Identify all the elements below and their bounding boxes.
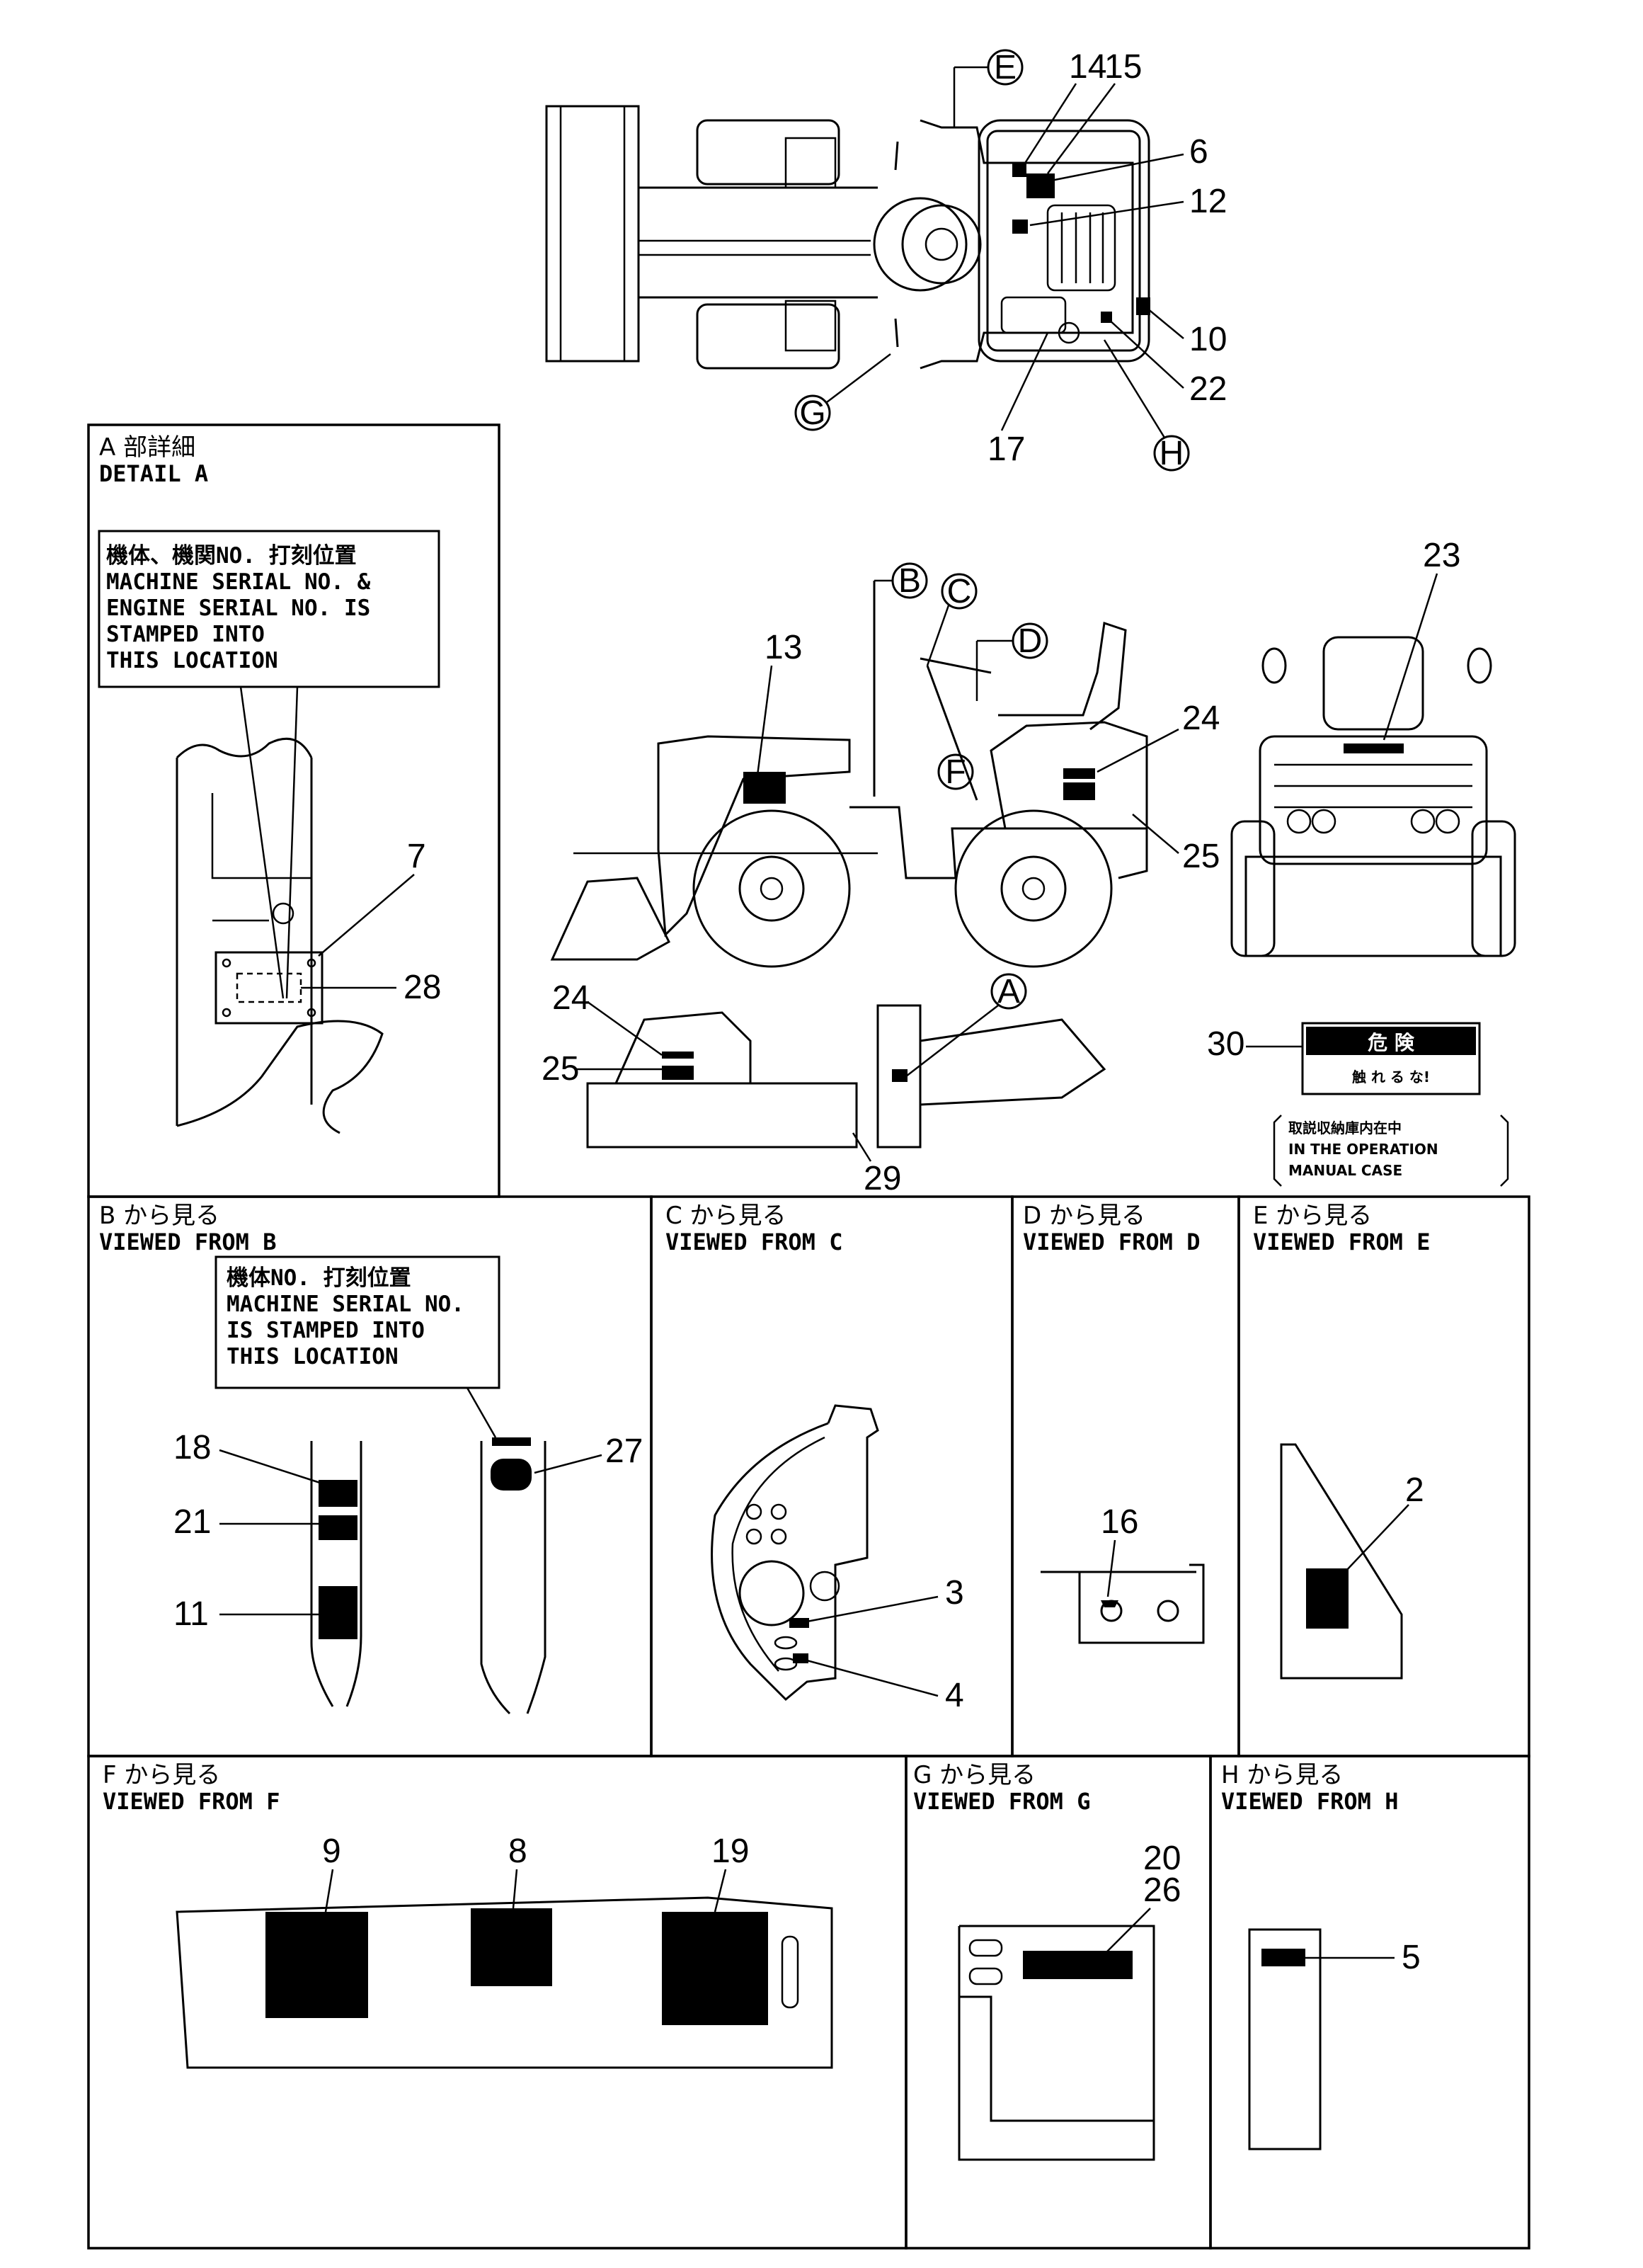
callout-2: 2: [1405, 1471, 1424, 1509]
label-views-D: D: [1018, 622, 1043, 660]
label-views-F: F: [945, 753, 966, 791]
label-label30-sub: 触 れ る な!: [1352, 1069, 1430, 1085]
callout-25b: 25: [542, 1050, 579, 1088]
label-label30-case-0: 取説収納庫内在中: [1288, 1119, 1402, 1136]
label-panels-view_b-note-3: THIS LOCATION: [227, 1344, 399, 1369]
callout-17: 17: [987, 431, 1025, 468]
label-panels-view_d-jp: D から見る: [1023, 1202, 1145, 1230]
view-marker-d: D: [975, 622, 1048, 701]
label-panels-view_b-en: VIEWED FROM B: [99, 1229, 276, 1255]
callout-8: 8: [508, 1833, 527, 1870]
detail-a-note: 機体、機関NO. 打刻位置 MACHINE SERIAL NO. & ENGIN…: [106, 543, 371, 673]
label-panels-detail_a-note-0: 機体、機関NO. 打刻位置: [106, 543, 357, 569]
label-panels-view_c-jp: C から見る: [665, 1202, 786, 1230]
label-views-C: C: [947, 573, 972, 610]
view-marker-h: H: [1103, 339, 1190, 472]
label-panels-view_g-en: VIEWED FROM G: [913, 1788, 1090, 1815]
label-panels-detail_a-note-2: ENGINE SERIAL NO. IS: [106, 596, 370, 621]
view-marker-g: G: [794, 353, 891, 432]
callout-7: 7: [407, 838, 426, 875]
label-panels-view_f-en: VIEWED FROM F: [103, 1788, 280, 1815]
label-panels-detail_a-note-1: MACHINE SERIAL NO. &: [106, 569, 371, 595]
label-panels-view_b-note-2: IS STAMPED INTO: [227, 1318, 425, 1343]
callout-10: 10: [1189, 321, 1227, 358]
callout-21: 21: [173, 1503, 211, 1541]
callout-16: 16: [1101, 1503, 1138, 1541]
view-marker-b: B: [874, 562, 928, 600]
callout-11: 11: [173, 1595, 209, 1633]
callout-30: 30: [1207, 1025, 1244, 1063]
label-views-G: G: [799, 394, 825, 432]
callout-14: 14: [1069, 48, 1106, 86]
label-label30-case-1: IN THE OPERATION: [1288, 1141, 1438, 1158]
label-panels-detail_a-note-4: THIS LOCATION: [106, 648, 278, 673]
callout-19: 19: [711, 1833, 749, 1870]
callout-29: 29: [864, 1160, 901, 1197]
label-panels-view_f-jp: F から見る: [103, 1761, 220, 1789]
label-label30-case-2: MANUAL CASE: [1288, 1162, 1402, 1179]
label-views-A: A: [997, 973, 1020, 1010]
panel-detail-a-en: DETAIL A: [99, 460, 208, 487]
label-panels-view_b-note-1: MACHINE SERIAL NO.: [227, 1292, 464, 1317]
label-views-H: H: [1160, 435, 1184, 472]
callout-20: 20: [1143, 1840, 1181, 1877]
callout-25: 25: [1182, 838, 1220, 875]
label-views-B: B: [898, 562, 921, 600]
label-panels-view_h-jp: H から見る: [1221, 1761, 1343, 1789]
label-panels-view_b-jp: B から見る: [99, 1202, 219, 1230]
view-marker-a: A: [905, 973, 1027, 1077]
label-panels-view_h-en: VIEWED FROM H: [1221, 1788, 1398, 1815]
label-panels-view_e-en: VIEWED FROM E: [1253, 1229, 1430, 1255]
label-panels-view_d-en: VIEWED FROM D: [1023, 1229, 1200, 1255]
label-views-E: E: [994, 49, 1017, 86]
panel-detail-a-jp: A 部詳細: [99, 433, 195, 462]
small-rear-detail: [586, 1004, 1106, 1149]
callout-24: 24: [1182, 700, 1220, 737]
top-view-callouts: 14 15 6 12 10 22 17: [987, 48, 1227, 468]
callout-4: 4: [945, 1677, 964, 1714]
panel-view-g: [905, 1755, 1212, 2250]
rear-view-drawing: [1230, 636, 1516, 957]
callout-9: 9: [322, 1833, 341, 1870]
callout-15: 15: [1104, 48, 1142, 86]
panel-view-d: [1011, 1195, 1240, 1757]
panel-view-f: [87, 1755, 908, 2250]
label-30: 30 危 険 触 れ る な! 取説収納庫内在中 IN THE OPERATIO…: [1207, 1022, 1509, 1187]
panel-view-c: [650, 1195, 1014, 1757]
view-b-note: 機体NO. 打刻位置 MACHINE SERIAL NO. IS STAMPED…: [227, 1265, 464, 1369]
callout-6: 6: [1189, 133, 1208, 171]
label-panels-view_g-jp: G から見る: [913, 1761, 1036, 1789]
callout-12: 12: [1189, 183, 1227, 220]
callout-18: 18: [173, 1429, 211, 1466]
callout-27: 27: [605, 1432, 643, 1470]
callout-26: 26: [1143, 1871, 1181, 1909]
callout-28: 28: [403, 969, 441, 1006]
callout-24b: 24: [552, 979, 590, 1017]
view-marker-f: F: [937, 753, 974, 791]
callout-13: 13: [765, 629, 802, 666]
view-marker-e: E: [953, 49, 1024, 127]
view-marker-c: C: [926, 573, 978, 666]
side-view-callouts: 13 24 25: [756, 629, 1220, 875]
label-panels-view_c-en: VIEWED FROM C: [665, 1229, 842, 1255]
side-view-drawing: [550, 581, 1148, 968]
label-label30-danger: 危 険: [1368, 1031, 1415, 1054]
label-panels-detail_a-note-3: STAMPED INTO: [106, 622, 265, 647]
callout-23: 23: [1423, 537, 1460, 574]
top-view-drawing: [545, 105, 1150, 370]
callout-5: 5: [1402, 1939, 1421, 1976]
panel-view-h: [1209, 1755, 1530, 2250]
label-panels-view_e-jp: E から見る: [1253, 1202, 1372, 1230]
label-panels-view_b-note-0: 機体NO. 打刻位置: [227, 1265, 411, 1291]
callout-3: 3: [945, 1574, 964, 1612]
callout-22: 22: [1189, 370, 1227, 408]
